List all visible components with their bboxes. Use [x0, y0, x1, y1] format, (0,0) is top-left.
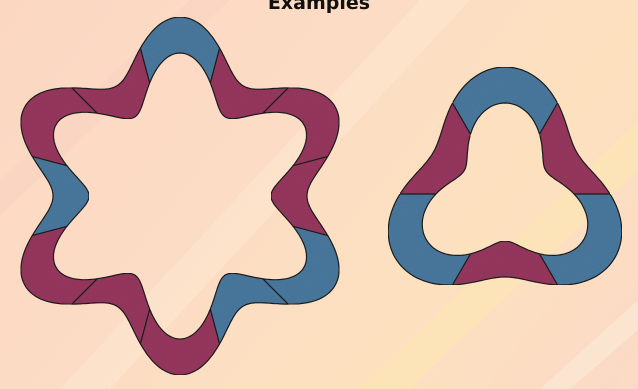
blue-segment [387, 193, 472, 286]
maroon-segment [538, 102, 611, 195]
maroon-segment [139, 308, 221, 376]
three-lobed-ring [387, 66, 623, 286]
page-title: Examples [267, 0, 371, 14]
six-lobed-ring [20, 16, 340, 376]
blue-segment [139, 16, 221, 84]
maroon-segment [71, 47, 151, 120]
maroon-segment [399, 102, 472, 195]
blue-segment [451, 66, 559, 135]
blue-segment [31, 155, 90, 237]
